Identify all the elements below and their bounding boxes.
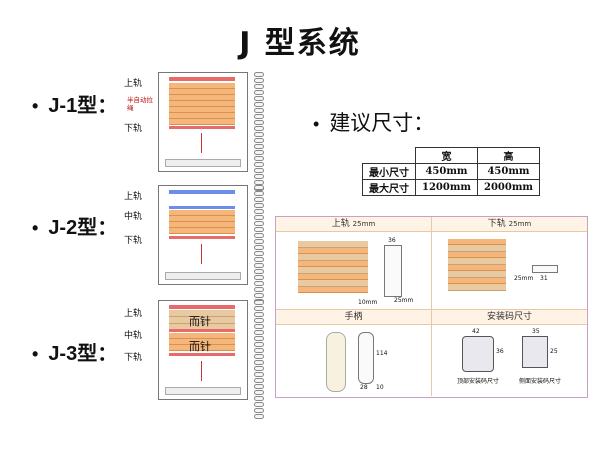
j2-fabric [169, 210, 235, 234]
table-cell: 450mm [477, 163, 540, 180]
page-title: J 型系统 [239, 26, 361, 61]
j3-cord-coil [252, 300, 266, 420]
panel-header: 手柄 [276, 310, 431, 325]
j2-diagram [158, 185, 248, 285]
j2-bottom-rail [169, 236, 235, 239]
handle-photo [326, 332, 346, 392]
bullet-j2: • J-2型： [32, 211, 117, 240]
bullet-j1-label: J-1型： [48, 95, 118, 117]
table-header-cell [363, 148, 416, 164]
size-table: 宽 高 最小尺寸 450mm 450mm 最大尺寸 1200mm 2000mm [362, 147, 540, 196]
panel-top-rail: 上轨 25mm 36 25mm 10mm [276, 217, 432, 310]
j2-label-mid: 中轨 [124, 212, 143, 222]
install-dim-b: 35 [532, 328, 540, 335]
top-rail-photo [298, 241, 368, 303]
bullet-j3: • J-3型： [32, 337, 117, 366]
j2-label-top: 上轨 [124, 192, 143, 202]
table-cell: 最大尺寸 [362, 179, 416, 196]
bullet-j3-label: J-3型： [48, 343, 118, 365]
j3-sill [165, 387, 241, 395]
install-note-side: 侧面安装码尺寸 [518, 378, 561, 385]
j3-bar-label-2: 而针 [189, 340, 211, 353]
bottom-rail-dim-a: 25mm [514, 275, 534, 282]
table-row: 最大尺寸 1200mm 2000mm [362, 179, 540, 196]
bullet-suggest-label: 建议尺寸： [329, 112, 435, 135]
table-header-row: 宽 高 [363, 147, 540, 164]
panel-header: 下轨 25mm [432, 217, 587, 232]
top-bracket-drawing [462, 336, 494, 372]
table-cell: 1200mm [415, 179, 478, 196]
install-dim-d: 25 [550, 348, 558, 355]
j1-bottom-rail [169, 126, 235, 129]
panel-handle: 手柄 114 28 10 [276, 310, 432, 396]
j1-label-top: 上轨 [124, 79, 143, 89]
bullet-dot: • [32, 218, 39, 238]
bullet-suggest: • 建议尺寸： [313, 107, 434, 137]
table-cell: 2000mm [477, 179, 540, 196]
handle-dim-b: 28 [360, 384, 368, 391]
j3-bottom-rail [169, 353, 235, 356]
side-bracket-drawing [522, 336, 548, 368]
table-header-cell: 高 [477, 147, 540, 164]
j2-cord [201, 244, 202, 264]
bullet-dot: • [313, 114, 320, 134]
component-sheet: 上轨 25mm 36 25mm 10mm 下轨 25mm 25mm 31 手柄 … [275, 216, 588, 398]
j1-label-semi: 半自动拉绳 [127, 96, 153, 112]
j1-label-bottom: 下轨 [124, 124, 143, 134]
j3-bar-label-1: 而针 [189, 315, 211, 328]
panel-bottom-rail: 下轨 25mm 25mm 31 [432, 217, 587, 310]
table-cell: 450mm [415, 163, 478, 180]
bottom-rail-photo [448, 239, 506, 301]
bullet-dot: • [32, 344, 39, 364]
panel-header: 上轨 25mm [276, 217, 431, 232]
bullet-j2-label: J-2型： [48, 217, 118, 239]
j1-top-rail [169, 77, 235, 81]
table-cell: 最小尺寸 [362, 163, 416, 180]
bullet-dot: • [32, 96, 39, 116]
j3-label-top: 上轨 [124, 309, 143, 319]
table-row: 最小尺寸 450mm 450mm [362, 163, 540, 180]
j2-label-bottom: 下轨 [124, 236, 143, 246]
j1-cord-coil [252, 72, 266, 192]
bottom-rail-dim-b: 31 [540, 275, 548, 282]
bullet-j1: • J-1型： [32, 89, 117, 118]
j1-cord [201, 133, 202, 153]
j3-mid-rail [169, 329, 235, 332]
j2-top-rail [169, 190, 235, 194]
table-header-cell: 宽 [415, 147, 478, 164]
j1-sill [165, 159, 241, 167]
top-rail-profile [384, 245, 402, 297]
j3-label-mid: 中轨 [124, 331, 143, 341]
handle-drawing [358, 332, 374, 384]
j1-fabric [169, 83, 235, 125]
install-dim-c: 36 [496, 348, 504, 355]
j2-cord-coil [252, 185, 266, 305]
j3-label-bottom: 下轨 [124, 353, 143, 363]
panel-install: 安装码尺寸 42 35 36 25 顶部安装码尺寸 侧面安装码尺寸 [432, 310, 587, 396]
install-dim-a: 42 [472, 328, 480, 335]
j3-diagram: 而针 而针 [158, 300, 248, 400]
panel-header: 安装码尺寸 [432, 310, 587, 325]
j2-sill [165, 272, 241, 280]
top-rail-dim-c: 10mm [358, 299, 378, 306]
install-note-top: 顶部安装码尺寸 [456, 378, 499, 385]
handle-dim-c: 10 [376, 384, 384, 391]
j2-mid-rail [169, 206, 235, 209]
j3-top-rail [169, 305, 235, 309]
j1-diagram [158, 72, 248, 172]
j3-fabric-lower [169, 333, 235, 351]
j3-cord [201, 361, 202, 381]
handle-dim-a: 114 [376, 350, 388, 357]
top-rail-dim-a: 36 [388, 237, 396, 244]
top-rail-dim-b: 25mm [394, 297, 414, 304]
bottom-rail-profile [532, 265, 558, 273]
